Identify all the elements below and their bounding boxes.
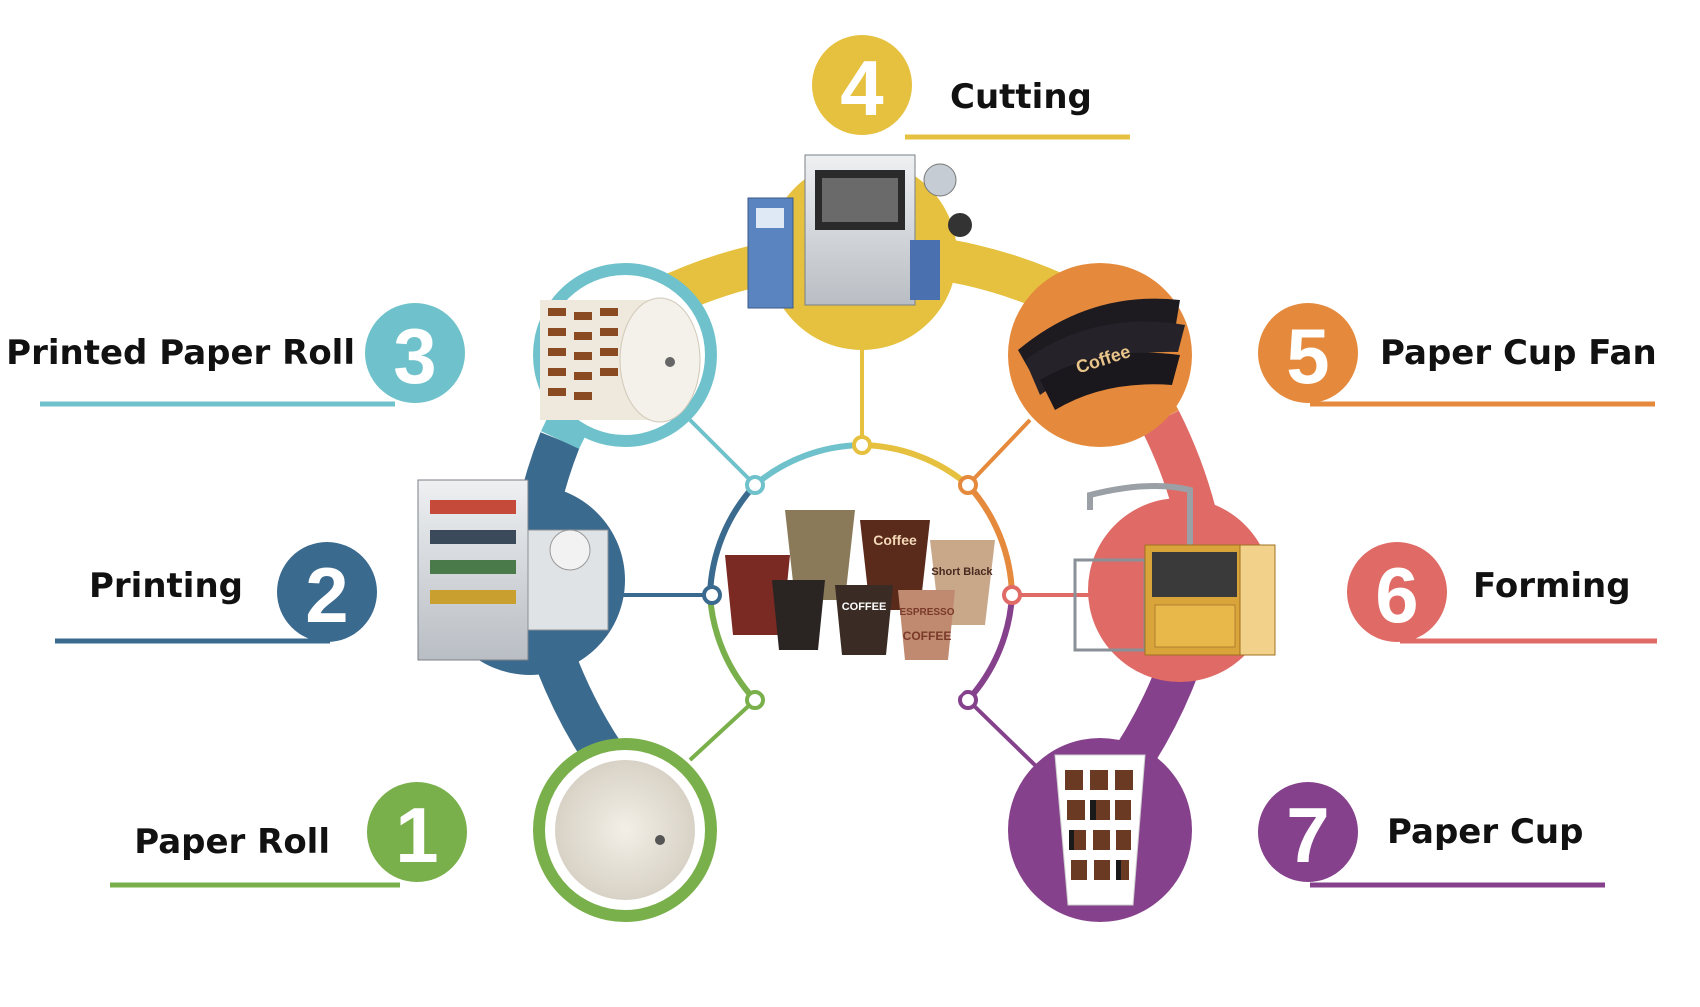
cup-text: Coffee	[873, 532, 917, 548]
cup-text: ESPRESSO	[899, 607, 954, 618]
label-underlines	[40, 134, 1657, 888]
step-5-label: Paper Cup Fan	[1380, 333, 1657, 373]
step-7-badge: 7	[1258, 782, 1358, 882]
cup-text: COFFEE	[842, 601, 887, 613]
step-3-label: Printed Paper Roll	[6, 333, 355, 373]
step-3-number: 3	[393, 312, 436, 400]
step-2-badge: 2	[277, 542, 377, 642]
printing-machine-icon	[417, 479, 609, 661]
inner-ring	[707, 442, 1015, 703]
step-7-number: 7	[1286, 791, 1329, 879]
step-1-label: Paper Roll	[134, 822, 330, 862]
paper-cup-icon	[1054, 754, 1146, 906]
step-1-number: 1	[395, 791, 438, 879]
spokes	[620, 345, 1090, 772]
inner-ring-nodes	[702, 435, 1022, 710]
step-6-image	[1073, 483, 1276, 682]
cup-forming-machine-icon	[1073, 483, 1276, 656]
paper-roll-icon	[555, 760, 695, 900]
step-3-badge: 3	[365, 303, 465, 403]
paper-cup-fan-icon: Coffee	[1018, 298, 1185, 410]
step-6-number: 6	[1375, 551, 1418, 639]
step-4-number: 4	[840, 44, 883, 132]
step-1-image	[533, 738, 717, 922]
step-5-image: Coffee	[1008, 263, 1192, 447]
paper-cups-group-icon: COFFEE Coffee Short Black ESPRESSO COFFE…	[725, 510, 995, 660]
step-5-number: 5	[1286, 312, 1329, 400]
step-4-badge: 4	[812, 35, 912, 135]
step-7-label: Paper Cup	[1387, 812, 1583, 852]
printed-paper-roll-icon	[540, 297, 701, 423]
step-1-badge: 1	[367, 782, 467, 882]
step-6-label: Forming	[1473, 566, 1631, 606]
step-2-image	[417, 479, 625, 675]
cup-text: Short Black	[931, 566, 993, 578]
step-6-badge: 6	[1347, 542, 1447, 642]
step-3-image	[533, 263, 717, 447]
step-5-badge: 5	[1258, 303, 1358, 403]
step-4-label: Cutting	[950, 77, 1092, 117]
cup-text: COFFEE	[903, 629, 952, 643]
step-7-image	[1008, 738, 1192, 922]
center-paper-cups: COFFEE Coffee Short Black ESPRESSO COFFE…	[722, 455, 1002, 735]
step-2-label: Printing	[89, 566, 243, 606]
step-2-number: 2	[305, 551, 348, 639]
die-cutting-machine-icon	[747, 154, 972, 309]
step-4-image	[747, 154, 972, 350]
